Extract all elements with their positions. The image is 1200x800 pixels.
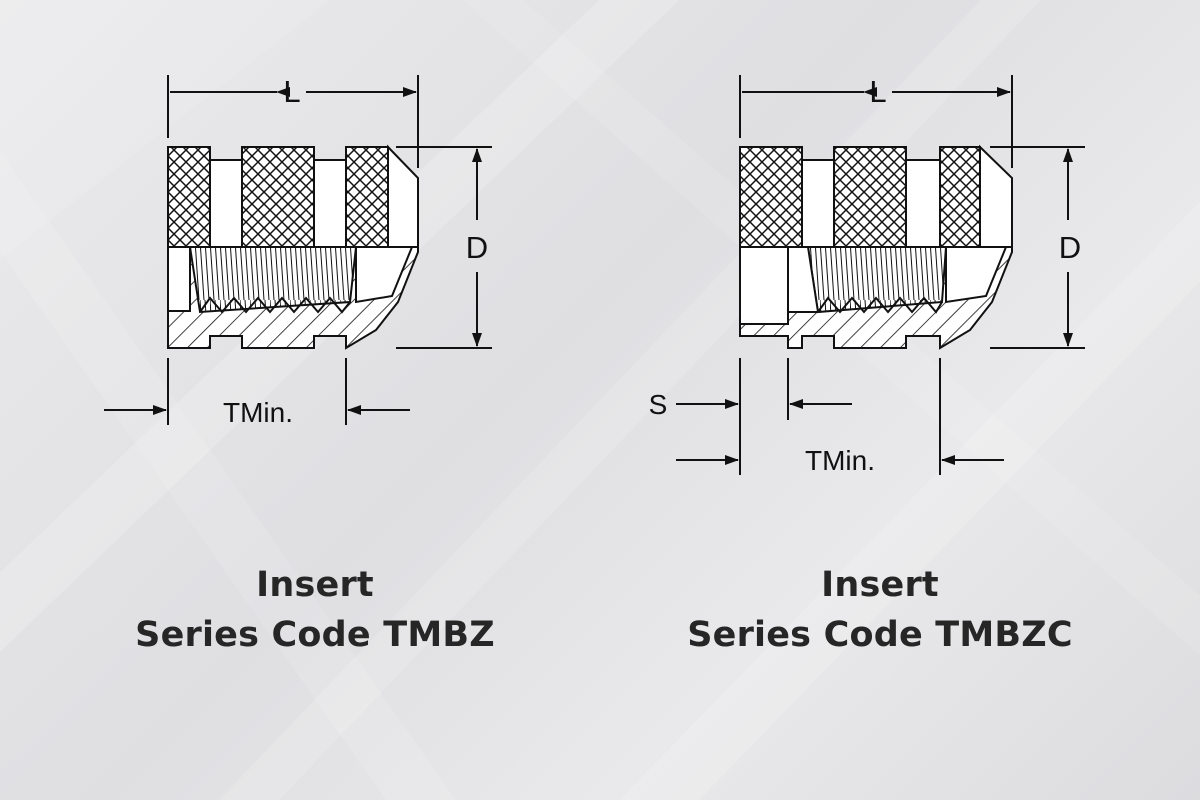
insert-tmbzc-drawing — [676, 75, 1085, 475]
knurl-band-2 — [833, 146, 907, 248]
knurl-band-1 — [739, 146, 803, 248]
knurl-band-3 — [345, 146, 389, 248]
caption-series-code: Series Code TMBZ — [135, 615, 495, 655]
caption-series-code: Series Code TMBZC — [687, 615, 1073, 655]
groove-2 — [905, 159, 941, 248]
label-s: S — [649, 389, 668, 420]
thread-section — [806, 246, 948, 314]
bore-entry — [167, 246, 191, 312]
thread-teeth — [199, 296, 351, 314]
label-d: D — [1059, 230, 1081, 265]
caption-tmbzc: Insert Series Code TMBZC — [670, 560, 1090, 660]
label-tmin: TMin. — [223, 397, 293, 428]
bore-entry-step — [739, 246, 789, 325]
label-l: L — [283, 74, 300, 109]
groove-2 — [313, 159, 347, 248]
knurl-band-1 — [167, 146, 211, 248]
label-tmin: TMin. — [805, 445, 875, 476]
label-l: L — [869, 74, 886, 109]
knurl-band-2 — [241, 146, 315, 248]
thread-teeth — [817, 296, 943, 314]
caption-title: Insert — [821, 565, 939, 605]
groove-1 — [209, 159, 243, 248]
label-d: D — [466, 230, 488, 265]
chamfer-top — [387, 144, 419, 248]
groove-1 — [801, 159, 835, 248]
chamfer-top — [979, 144, 1013, 248]
knurl-band-3 — [939, 146, 981, 248]
caption-tmbz: Insert Series Code TMBZ — [105, 560, 525, 660]
insert-tmbz-drawing — [104, 75, 492, 425]
caption-title: Insert — [256, 565, 374, 605]
